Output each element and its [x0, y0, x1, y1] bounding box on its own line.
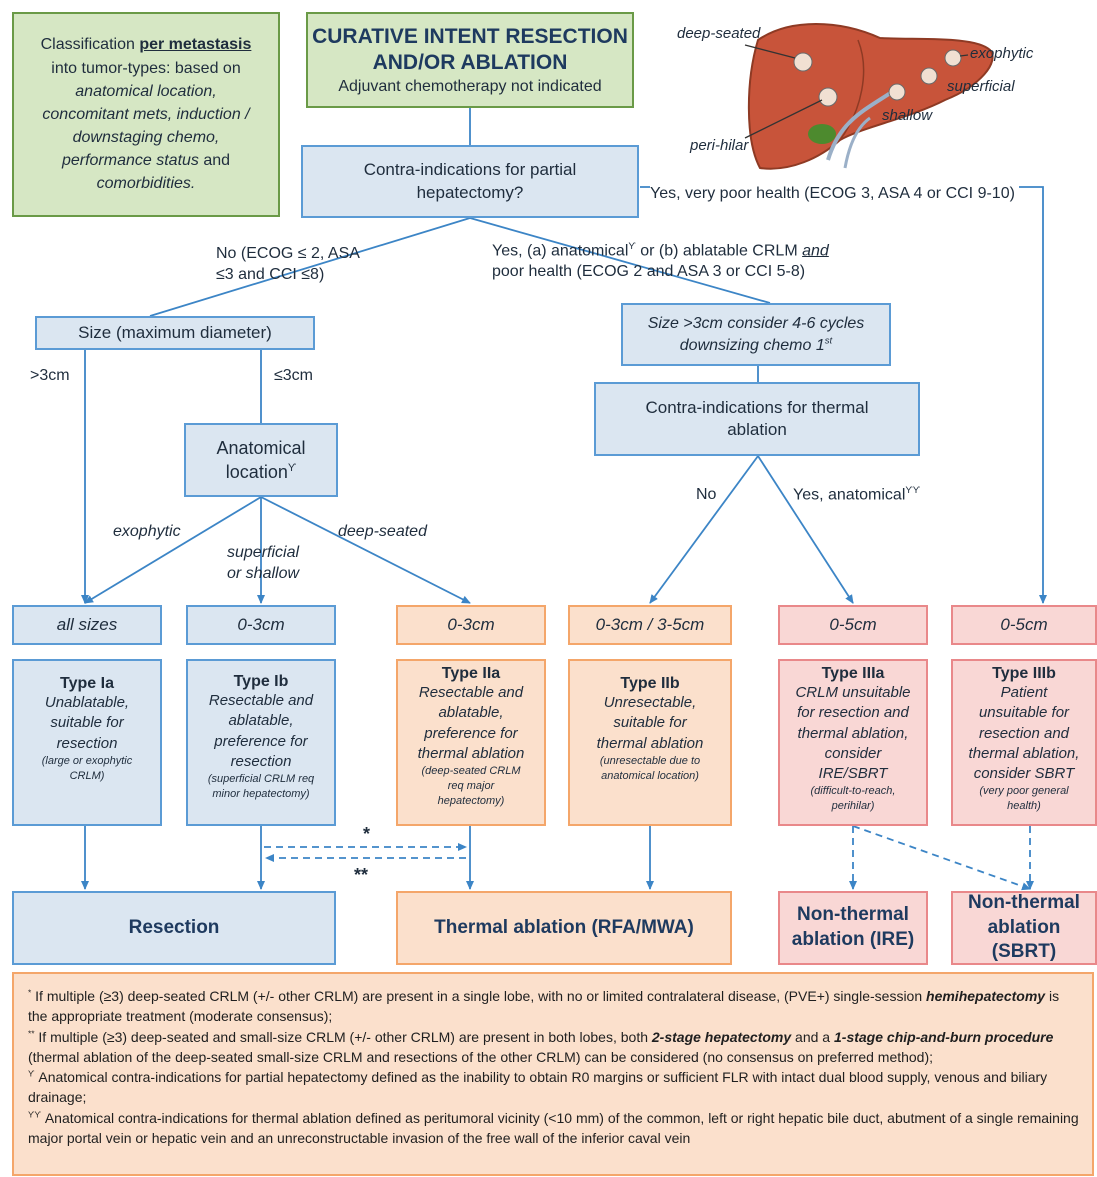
contra-partial-hepatectomy-box: Contra-indications for partial hepatecto… [301, 145, 639, 218]
le3-label: ≤3cm [274, 367, 314, 384]
type-iib-box: Type IIb Unresectable, suitable for ther… [568, 659, 732, 826]
size-iiib: 0-5cm [951, 605, 1097, 645]
thermal-yes-label: Yes, anatomicalϒϒ [793, 485, 921, 504]
label-exophytic: exophytic [970, 45, 1034, 62]
size-all-sizes: all sizes [12, 605, 162, 645]
anatomical-location-box: Anatomical locationϒ [184, 423, 338, 497]
downsizing-chemo-box: Size >3cm consider 4-6 cycles downsizing… [621, 303, 891, 366]
page-title: CURATIVE INTENT RESECTION [312, 24, 628, 48]
type-ib-box: Type Ib Resectable and ablatable, prefer… [186, 659, 336, 826]
branch-very-poor-label: Yes, very poor health (ECOG 3, ASA 4 or … [650, 184, 1019, 205]
footnote-2: ** If multiple (≥3) deep-seated and smal… [28, 1027, 1054, 1065]
size-iib: 0-3cm / 3-5cm [568, 605, 732, 645]
type-iiia-box: Type IIIa CRLM unsuitable for resection … [778, 659, 928, 826]
size-box: Size (maximum diameter) [35, 316, 315, 350]
label-superficial: superficial [947, 78, 1015, 95]
branch-yes-label: Yes, (a) anatomicalϒ or (b) ablatable CR… [492, 241, 829, 281]
single-star-marker: * [363, 824, 371, 844]
exophytic-branch-label: exophytic [113, 523, 181, 540]
non-thermal-sbrt-box: Non-thermal ablation (SBRT) [951, 891, 1097, 965]
thermal-ablation-box: Thermal ablation (RFA/MWA) [396, 891, 732, 965]
type-ia-box: Type Ia Unablatable, suitable for resect… [12, 659, 162, 826]
non-thermal-ire-box: Non-thermal ablation (IRE) [778, 891, 928, 965]
resection-box: Resection [12, 891, 336, 965]
superficial-branch-label: superficial or shallow [227, 544, 300, 582]
label-peri-hilar: peri-hilar [690, 137, 749, 154]
curative-intent-box: CURATIVE INTENT RESECTION AND/OR ABLATIO… [306, 12, 634, 108]
gt3-label: >3cm [30, 367, 70, 384]
label-shallow: shallow [882, 107, 933, 124]
liver-illustration [744, 23, 994, 170]
type-iia-box: Type IIa Resectable and ablatable, prefe… [396, 659, 546, 826]
classification-box: Classification per metastasis into tumor… [12, 12, 280, 217]
label-deep-seated: deep-seated [677, 25, 761, 42]
thermal-no-label: No [696, 486, 717, 503]
type-iiib-box: Type IIIb Patient unsuitable for resecti… [951, 659, 1097, 826]
size-0-3cm-ib: 0-3cm [186, 605, 336, 645]
footnote-4: ϒϒ Anatomical contra-indications for the… [28, 1109, 1079, 1147]
footnote-1: * If multiple (≥3) deep-seated CRLM (+/-… [28, 987, 1060, 1025]
size-0-3cm-iia: 0-3cm [396, 605, 546, 645]
size-iiia: 0-5cm [778, 605, 928, 645]
branch-no-label: No (ECOG ≤ 2, ASA ≤3 and CCI ≤8) [216, 245, 360, 283]
footnotes-box: * If multiple (≥3) deep-seated CRLM (+/-… [12, 972, 1094, 1176]
contra-thermal-ablation-box: Contra-indications for thermal ablation [594, 382, 920, 456]
double-star-marker: ** [354, 865, 369, 885]
footnote-3: ϒ Anatomical contra-indications for part… [28, 1068, 1048, 1106]
deep-seated-branch-label: deep-seated [338, 523, 427, 540]
